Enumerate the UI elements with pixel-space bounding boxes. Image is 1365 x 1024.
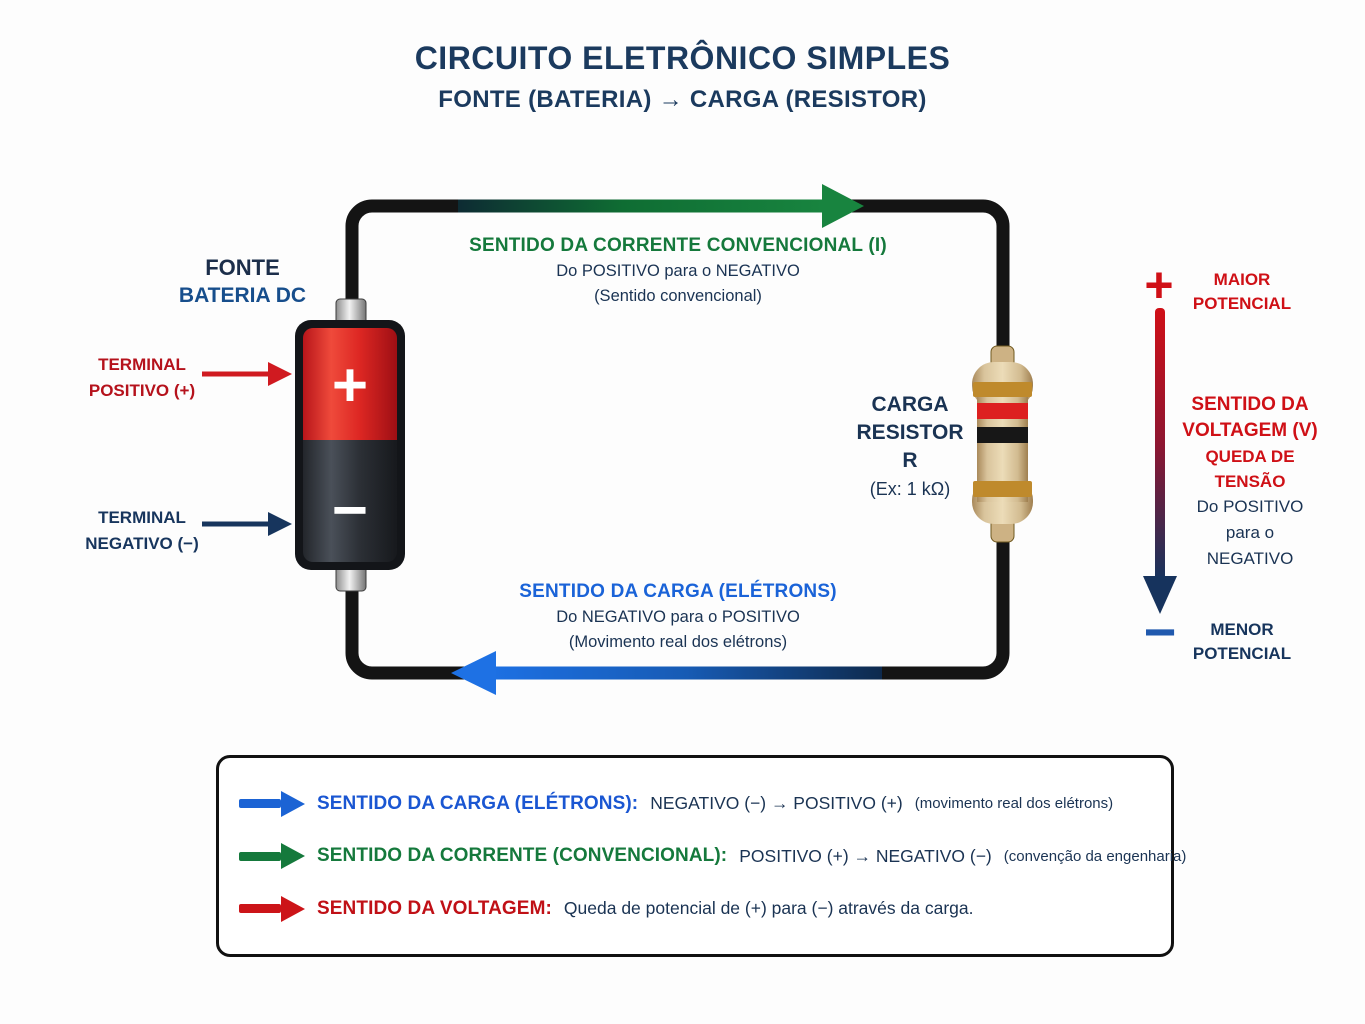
battery-type: BATERIA DC [178, 284, 307, 307]
electron-flow-line1: Do NEGATIVO para o POSITIVO [556, 608, 800, 626]
negative-terminal-label: TERMINAL NEGATIVO (−) [85, 508, 199, 553]
legend-row-electron-flow: SENTIDO DA CARGA (ELÉTRONS): NEGATIVO (−… [219, 790, 1171, 817]
red-arrow-icon [239, 895, 305, 922]
voltage-caption: SENTIDO DA VOLTAGEM (V) QUEDA DE TENSÃO … [1174, 392, 1326, 572]
legend-value-voltage: Queda de potencial de (+) para (−) atrav… [563, 898, 974, 918]
legend-row-voltage: SENTIDO DA VOLTAGEM: Queda de potencial … [219, 895, 1171, 922]
voltage-heading: SENTIDO DA VOLTAGEM (V) [1182, 394, 1318, 441]
battery-graphic: + − [295, 298, 405, 592]
legend-box: SENTIDO DA CARGA (ELÉTRONS): NEGATIVO (−… [216, 755, 1186, 957]
resistor-label-line1: CARGA [871, 393, 949, 416]
legend-note-conventional-current: (convenção da engenharia) [1003, 847, 1187, 865]
conventional-current-heading: SENTIDO DA CORRENTE CONVENCIONAL (I) [469, 235, 887, 256]
low-potential-label: MENOR POTENCIAL [1192, 620, 1292, 663]
resistor-label-line3: R [902, 449, 918, 472]
legend-row-conventional-current: SENTIDO DA CORRENTE (CONVENCIONAL): POSI… [219, 843, 1186, 869]
green-arrow-icon [239, 843, 305, 869]
resistor-label-line2: RESISTOR [856, 421, 964, 444]
battery-label: FONTE BATERIA DC [175, 255, 310, 311]
page-subtitle: FONTE (BATERIA) → CARGA (RESISTOR) [438, 86, 927, 113]
resistor-band-gold-top [973, 382, 1032, 397]
battery-plus-symbol: + [332, 351, 368, 420]
voltage-subheading: QUEDA DE TENSÃO [1205, 447, 1295, 491]
resistor-band-gold-bottom [973, 481, 1032, 497]
legend-value-conventional-current: POSITIVO (+) → NEGATIVO (−) [739, 845, 992, 866]
resistor-band-black [977, 427, 1028, 443]
negative-terminal-pointer-arrow [202, 512, 292, 536]
electron-flow-heading: SENTIDO DA CARGA (ELÉTRONS) [519, 581, 837, 602]
positive-terminal-pointer-arrow [202, 362, 292, 386]
blue-arrow-icon [239, 790, 305, 817]
legend-label-voltage: SENTIDO DA VOLTAGEM: [317, 897, 552, 919]
conventional-current-arrow [458, 184, 864, 228]
electron-flow-arrow [451, 651, 882, 695]
voltage-drop-arrow [1143, 308, 1177, 614]
voltage-description: Do POSITIVO para o NEGATIVO [1196, 497, 1304, 568]
positive-terminal-label: TERMINAL POSITIVO (+) [88, 355, 196, 400]
legend-label-electron-flow: SENTIDO DA CARGA (ELÉTRONS): [317, 792, 639, 814]
battery-minus-symbol: − [332, 476, 368, 545]
battery-name: FONTE [205, 255, 280, 280]
page-title: CIRCUITO ELETRÔNICO SIMPLES [414, 40, 951, 76]
electron-flow-caption: SENTIDO DA CARGA (ELÉTRONS) Do NEGATIVO … [350, 579, 1006, 655]
resistor-band-red [977, 403, 1028, 419]
resistor-label-line4: (Ex: 1 kΩ) [869, 479, 951, 499]
conventional-current-line2: (Sentido convencional) [594, 287, 762, 305]
high-potential-label: MAIOR POTENCIAL [1192, 270, 1292, 313]
battery-positive-half [303, 328, 397, 440]
electron-flow-line2: (Movimento real dos elétrons) [568, 633, 788, 651]
high-potential-plus-symbol: + [1144, 257, 1174, 313]
legend-note-electron-flow: (movimento real dos elétrons) [914, 795, 1114, 812]
resistor-label: CARGA RESISTOR R (Ex: 1 kΩ) [845, 391, 975, 503]
conventional-current-line1: Do POSITIVO para o NEGATIVO [556, 262, 800, 280]
conventional-current-caption: SENTIDO DA CORRENTE CONVENCIONAL (I) Do … [350, 233, 1006, 309]
legend-value-electron-flow: NEGATIVO (−) → POSITIVO (+) [650, 793, 903, 813]
legend-label-conventional-current: SENTIDO DA CORRENTE (CONVENCIONAL): [317, 845, 728, 866]
resistor-graphic [972, 345, 1033, 543]
low-potential-minus-symbol: − [1143, 600, 1177, 663]
